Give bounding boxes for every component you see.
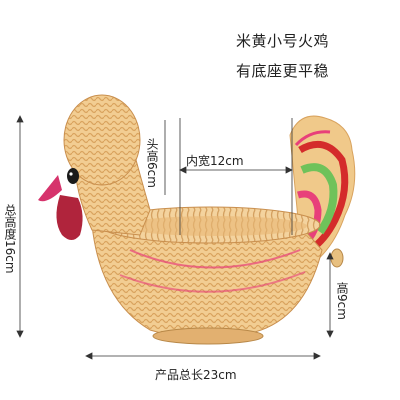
turkey-head: [38, 94, 151, 240]
inner-width-label: 内宽12cm: [186, 154, 244, 168]
product-subtitle: 有底座更平稳: [236, 62, 330, 80]
body-height-label: 高9cm: [335, 282, 349, 320]
basket-body: [91, 206, 323, 345]
dimension-lines: [16, 115, 334, 360]
eye-icon: [67, 168, 79, 184]
beak-icon: [38, 175, 62, 202]
head-height-label: 头高6cm: [145, 138, 159, 188]
wattle-icon: [56, 195, 83, 240]
total-length-label: 产品总长23cm: [155, 368, 237, 382]
total-height-label: 总高度16cm: [3, 204, 17, 274]
product-title: 米黄小号火鸡: [236, 32, 330, 50]
